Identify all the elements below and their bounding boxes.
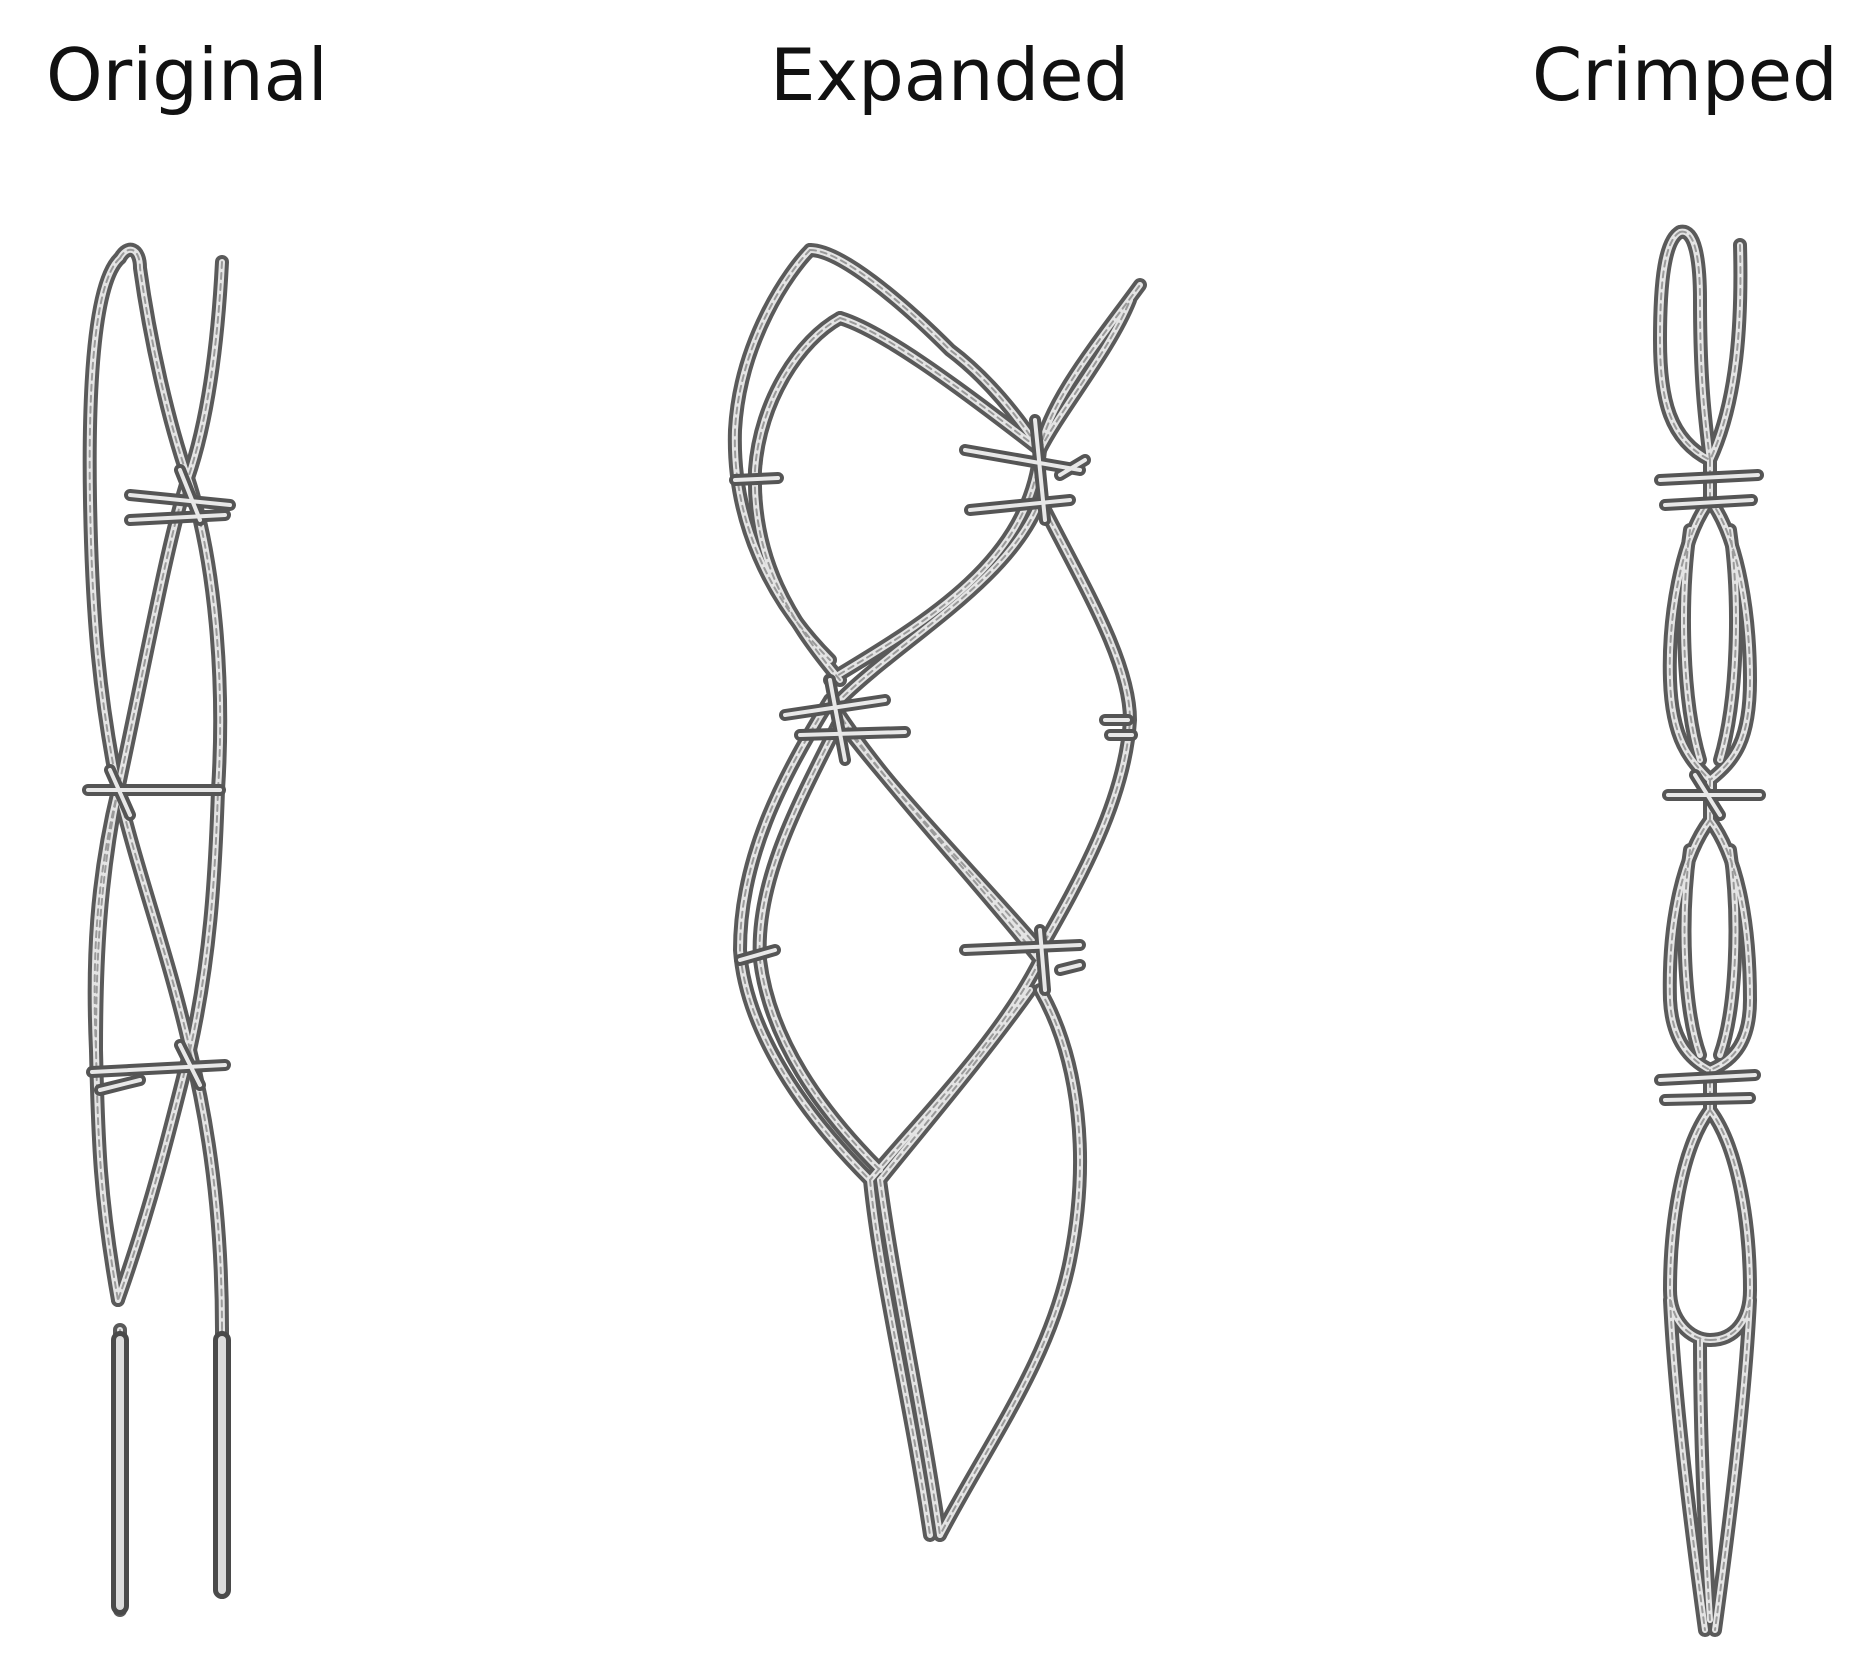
panel-title-original: Original [46, 33, 328, 117]
stent-crimped [1660, 232, 1760, 1630]
panel-title-expanded: Expanded [770, 33, 1130, 117]
stent-original [88, 250, 230, 1610]
panel-title-crimped: Crimped [1532, 33, 1838, 117]
